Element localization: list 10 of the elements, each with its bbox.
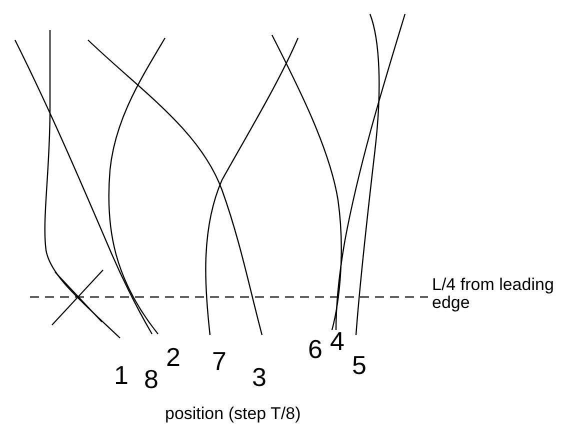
line-label: L/4 from leading edge bbox=[432, 276, 555, 312]
curve-number: 2 bbox=[166, 344, 180, 370]
curve-number: 8 bbox=[144, 366, 158, 392]
curve-number: 3 bbox=[252, 364, 266, 390]
curve-number: 1 bbox=[114, 362, 128, 388]
curve-number: 4 bbox=[330, 328, 344, 354]
axis-caption: position (step T/8) bbox=[165, 405, 301, 422]
curve-number: 5 bbox=[352, 352, 366, 378]
curve-number: 6 bbox=[308, 336, 322, 362]
curve-number: 7 bbox=[212, 348, 226, 374]
